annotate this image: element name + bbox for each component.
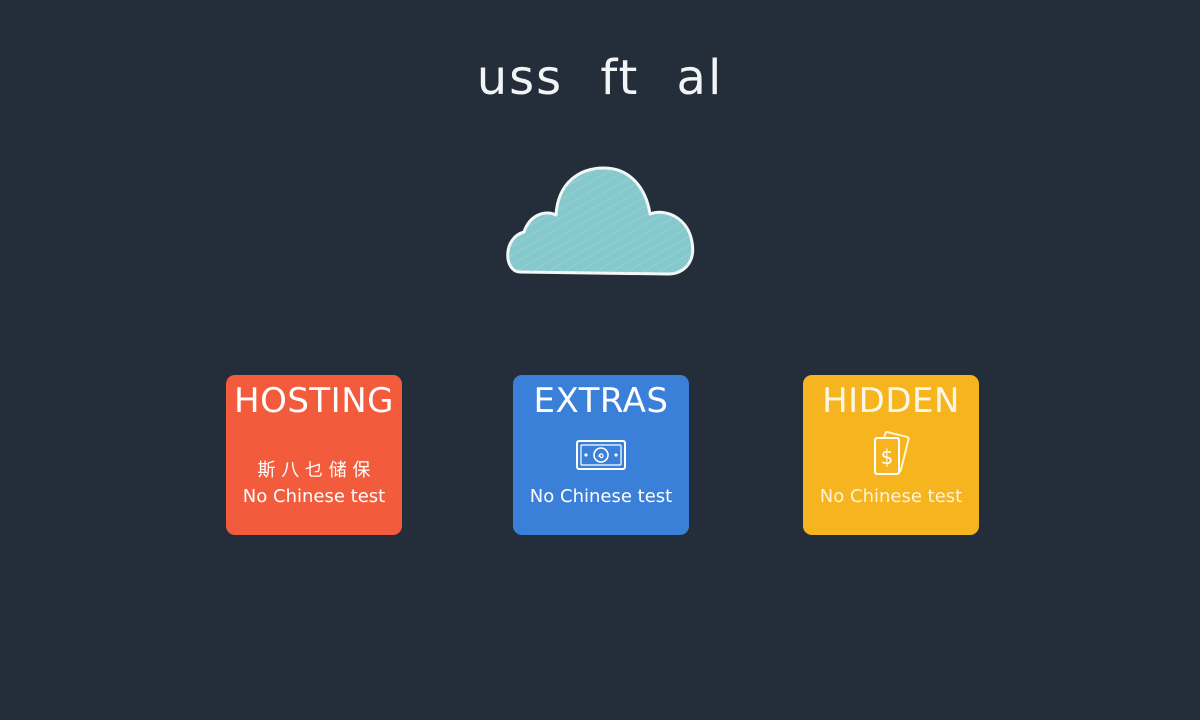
hidden-card: HIDDEN $ No Chinese test	[803, 375, 979, 535]
svg-text:$: $	[881, 445, 894, 469]
hosting-heading: HOSTING	[234, 381, 394, 421]
hidden-heading: HIDDEN	[822, 381, 960, 421]
dollar-bills-icon: $	[874, 431, 910, 475]
hosting-chinese-text: 斯 八 乜 储 保	[257, 460, 371, 481]
extras-card: EXTRAS No Chinese test	[513, 375, 689, 535]
extras-heading: EXTRAS	[533, 381, 669, 421]
page-title: uss ft al	[476, 50, 724, 106]
cloud-icon	[506, 166, 695, 276]
banknote-icon	[576, 440, 626, 470]
extras-caption: No Chinese test	[529, 486, 673, 507]
hidden-caption: No Chinese test	[819, 486, 963, 507]
hosting-card: HOSTING 斯 八 乜 储 保 No Chinese test	[226, 375, 402, 535]
hosting-caption: No Chinese test	[242, 486, 386, 507]
